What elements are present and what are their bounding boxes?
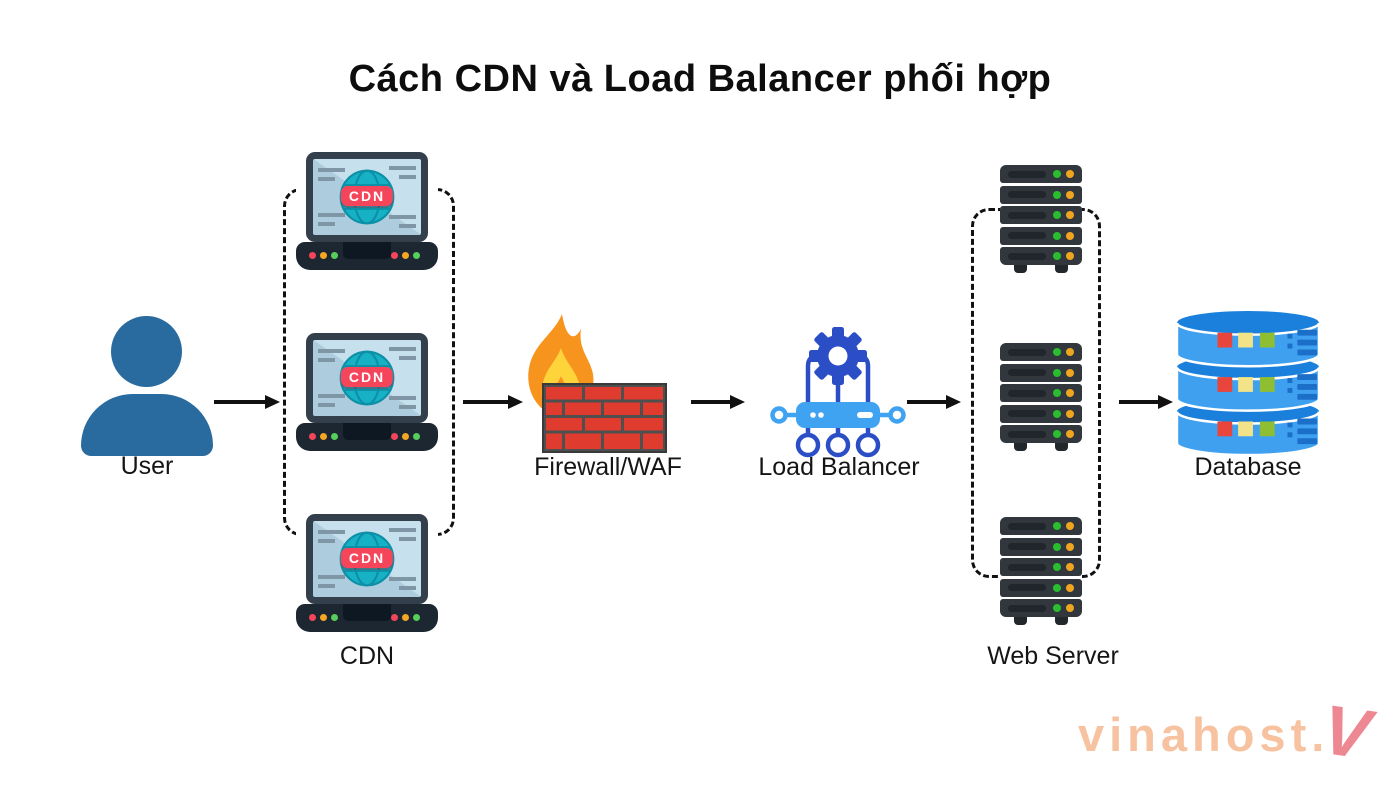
web-server-rack-icon [1000,165,1082,273]
user-body-shape [81,394,213,456]
load-balancer-label: Load Balancer [758,453,920,481]
web-server-rack-icon [1000,517,1082,625]
laptop-notch [343,242,391,259]
diagram-title: Cách CDN và Load Balancer phối hợp [348,58,1052,100]
cdn-label: CDN [339,642,395,670]
web-server-rack-icon [1000,343,1082,451]
cdn-laptop-icon: CDN [296,514,438,632]
load-balancer-icon [770,327,906,458]
laptop-screen: CDN [306,152,428,242]
cdn-badge: CDN [340,367,394,387]
database-label: Database [1194,453,1302,481]
firewall-label: Firewall/WAF [534,453,682,481]
firewall-icon [528,314,667,453]
cdn-badge: CDN [340,186,394,206]
vinahost-logo-mark: V [1318,689,1376,774]
screen-text-lines [389,215,416,228]
vinahost-watermark: vinahost. V [1040,688,1375,774]
cdn-laptop-icon: CDN [296,333,438,451]
vinahost-brand-text: vinahost. [1077,708,1330,761]
brick-wall-icon [542,383,667,453]
cdn-badge: CDN [340,548,394,568]
database-icon [1176,311,1320,457]
user-head-shape [111,316,182,387]
arrow-user-to-cdn [214,395,280,408]
user-label: User [120,452,174,480]
user-icon [80,316,215,456]
screen-text-lines [318,168,345,181]
laptop-base [296,242,438,270]
web-server-label: Web Server [987,642,1119,670]
screen-text-lines [318,213,345,226]
screen-text-lines [389,166,416,179]
laptop-display: CDN [313,159,421,235]
arrow-webserver-to-db [1119,395,1173,408]
arrow-cdn-to-firewall [463,395,523,408]
cdn-laptop-icon: CDN [296,152,438,270]
db-cylinder [1176,311,1320,368]
arrow-lb-to-webserver [907,395,961,408]
arrow-firewall-to-lb [691,395,745,408]
